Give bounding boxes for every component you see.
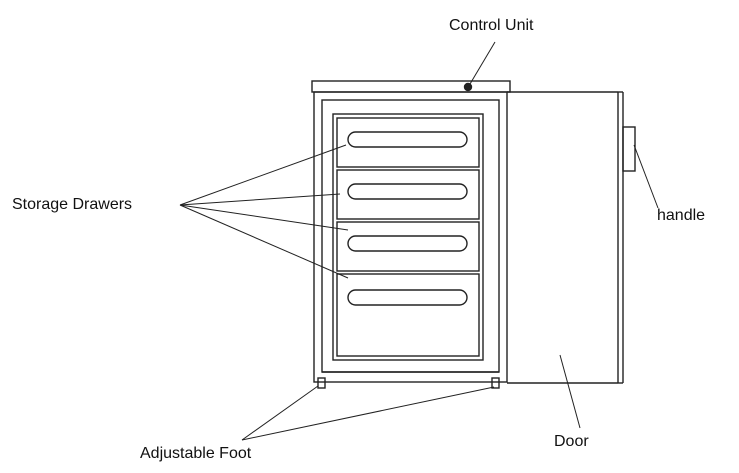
adjustable-foot-left <box>317 377 326 389</box>
drawer-4 <box>336 273 480 357</box>
leader-drawer-4 <box>179 204 349 279</box>
leader-lines <box>179 41 659 441</box>
leader-drawer-3 <box>179 204 349 231</box>
drawer-1 <box>336 117 480 168</box>
leader-door <box>559 354 581 429</box>
handle-shape <box>622 126 636 172</box>
leader-foot-right <box>241 386 495 441</box>
control-knob <box>463 82 473 92</box>
worktop <box>311 80 511 93</box>
label-control-unit: Control Unit <box>449 17 534 34</box>
label-storage-drawers: Storage Drawers <box>12 196 133 213</box>
leader-handle <box>633 144 659 209</box>
label-handle: handle <box>657 207 706 224</box>
label-adjustable-foot: Adjustable Foot <box>140 445 252 462</box>
cabinet-body <box>313 91 508 383</box>
leader-foot-left <box>241 385 319 441</box>
leader-drawer-1 <box>179 144 347 206</box>
adjustable-foot-right <box>491 377 500 389</box>
leader-drawer-2 <box>179 193 341 206</box>
label-door: Door <box>554 433 589 450</box>
door <box>507 91 624 384</box>
drawer-3 <box>336 221 480 272</box>
leader-control-unit <box>469 41 496 85</box>
drawer-2 <box>336 169 480 220</box>
drawer-frame <box>332 113 484 361</box>
